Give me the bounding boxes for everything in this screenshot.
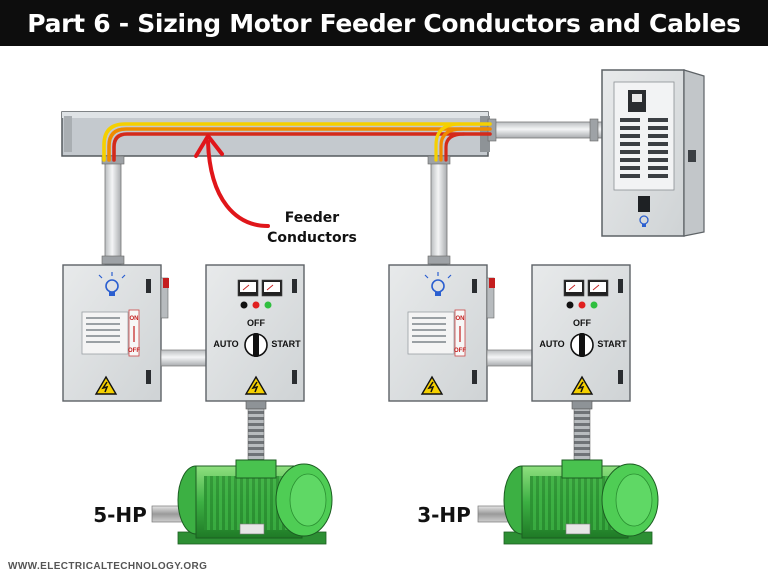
disconnect-box: ON OFF <box>62 264 169 402</box>
selector-off-label: OFF <box>247 318 265 328</box>
conduit-to-panel <box>487 118 603 142</box>
motor-control-left: ON OFF OFF AUTO START <box>62 264 305 470</box>
annotation-arrow <box>194 134 270 228</box>
distribution-panel <box>601 69 705 237</box>
lamp-black <box>240 301 248 309</box>
flex-fitting <box>571 400 593 410</box>
latch-bottom <box>292 370 297 384</box>
lamp-green <box>590 301 598 309</box>
conduit-drop-right <box>427 155 451 265</box>
connector-conduit <box>160 349 207 367</box>
page-title: Part 6 - Sizing Motor Feeder Conductors … <box>27 8 741 38</box>
motor-left <box>151 459 333 545</box>
lamp-green <box>264 301 272 309</box>
selector-start-label: START <box>271 339 301 349</box>
selector-start-label: START <box>597 339 627 349</box>
on-marker: ON <box>456 316 465 322</box>
motor-label-3hp: 3-HP <box>417 503 471 527</box>
latch-bottom <box>472 370 477 384</box>
lamp-red <box>252 301 260 309</box>
warning-icon <box>94 375 118 395</box>
motor-right <box>477 459 659 545</box>
latch-top <box>146 279 151 293</box>
bulb-icon <box>639 215 649 227</box>
annotation-line1: Feeder <box>285 210 340 226</box>
off-marker: OFF <box>454 348 466 354</box>
motor-terminal-box <box>235 459 277 479</box>
warning-icon <box>420 375 444 395</box>
motor-control-right: ON OFF OFF AUTO START <box>388 264 631 470</box>
connector-conduit <box>486 349 533 367</box>
motor-nameplate <box>565 523 591 535</box>
motor-nameplate <box>239 523 265 535</box>
selector-auto-label: AUTO <box>539 339 564 349</box>
conductor-orange <box>107 127 492 162</box>
latch-bottom <box>146 370 151 384</box>
flex-fitting <box>245 400 267 410</box>
annotation-line2: Conductors <box>267 230 357 246</box>
latch-bottom <box>618 370 623 384</box>
conductor-red <box>112 132 492 162</box>
latch-top <box>472 279 477 293</box>
lamp-black <box>566 301 574 309</box>
disconnect-box: ON OFF <box>388 264 495 402</box>
panel-breakers <box>620 118 668 178</box>
conductor-yellow <box>102 122 492 162</box>
off-marker: OFF <box>128 348 140 354</box>
selector-auto-label: AUTO <box>213 339 238 349</box>
starter-box: OFF AUTO START <box>205 264 305 402</box>
bulb-icon <box>424 272 452 296</box>
on-marker: ON <box>130 316 139 322</box>
warning-icon <box>570 375 594 395</box>
motor-label-5hp: 5-HP <box>93 503 147 527</box>
lamp-red <box>578 301 586 309</box>
latch-top <box>292 279 297 293</box>
feeder-conductors <box>102 122 492 162</box>
motor-terminal-box <box>561 459 603 479</box>
title-bar: Part 6 - Sizing Motor Feeder Conductors … <box>0 0 768 46</box>
warning-icon <box>244 375 268 395</box>
bulb-icon <box>98 272 126 296</box>
conduit-drop-left <box>101 155 125 265</box>
selector-off-label: OFF <box>573 318 591 328</box>
website-footer: WWW.ELECTRICALTECHNOLOGY.ORG <box>8 561 208 572</box>
starter-box: OFF AUTO START <box>531 264 631 402</box>
latch-top <box>618 279 623 293</box>
